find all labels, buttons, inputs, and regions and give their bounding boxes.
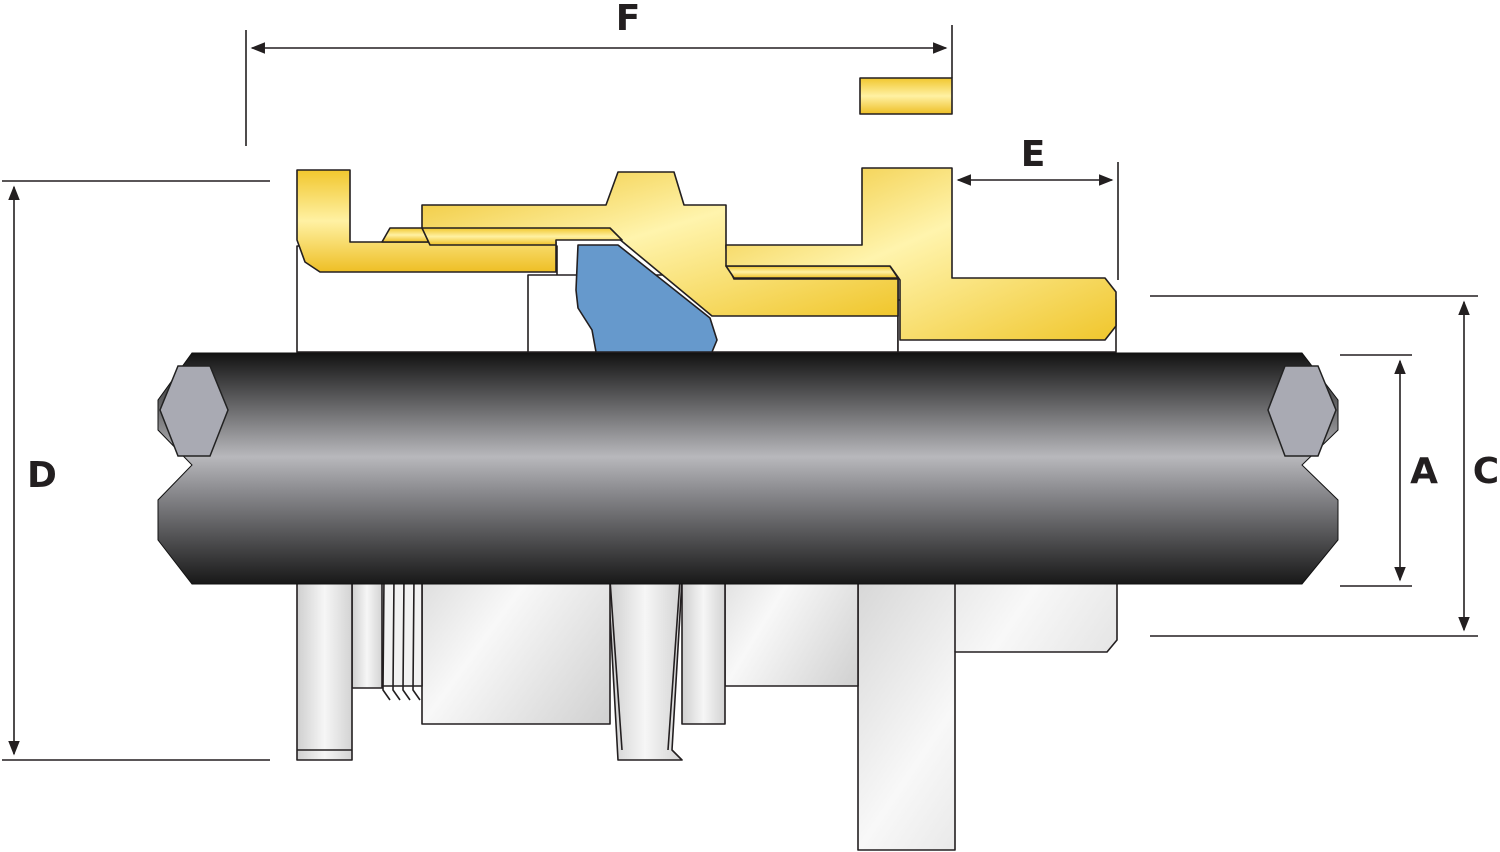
dimension-lines xyxy=(2,25,1478,761)
label-d: D xyxy=(27,455,57,496)
inner-seal xyxy=(575,244,718,353)
washer xyxy=(381,227,429,243)
cable-core-left xyxy=(159,365,229,457)
cable xyxy=(157,352,1339,585)
cable-sheath xyxy=(157,352,1339,585)
entry-body xyxy=(725,167,1117,341)
cable-core-right xyxy=(1267,365,1337,457)
entry-component xyxy=(296,169,557,273)
entry-flange xyxy=(859,77,953,115)
label-c: C xyxy=(1473,451,1499,492)
label-a: A xyxy=(1410,451,1438,492)
label-e: E xyxy=(1021,134,1046,175)
upper-section-view xyxy=(296,77,1117,353)
label-f: F xyxy=(616,0,641,39)
